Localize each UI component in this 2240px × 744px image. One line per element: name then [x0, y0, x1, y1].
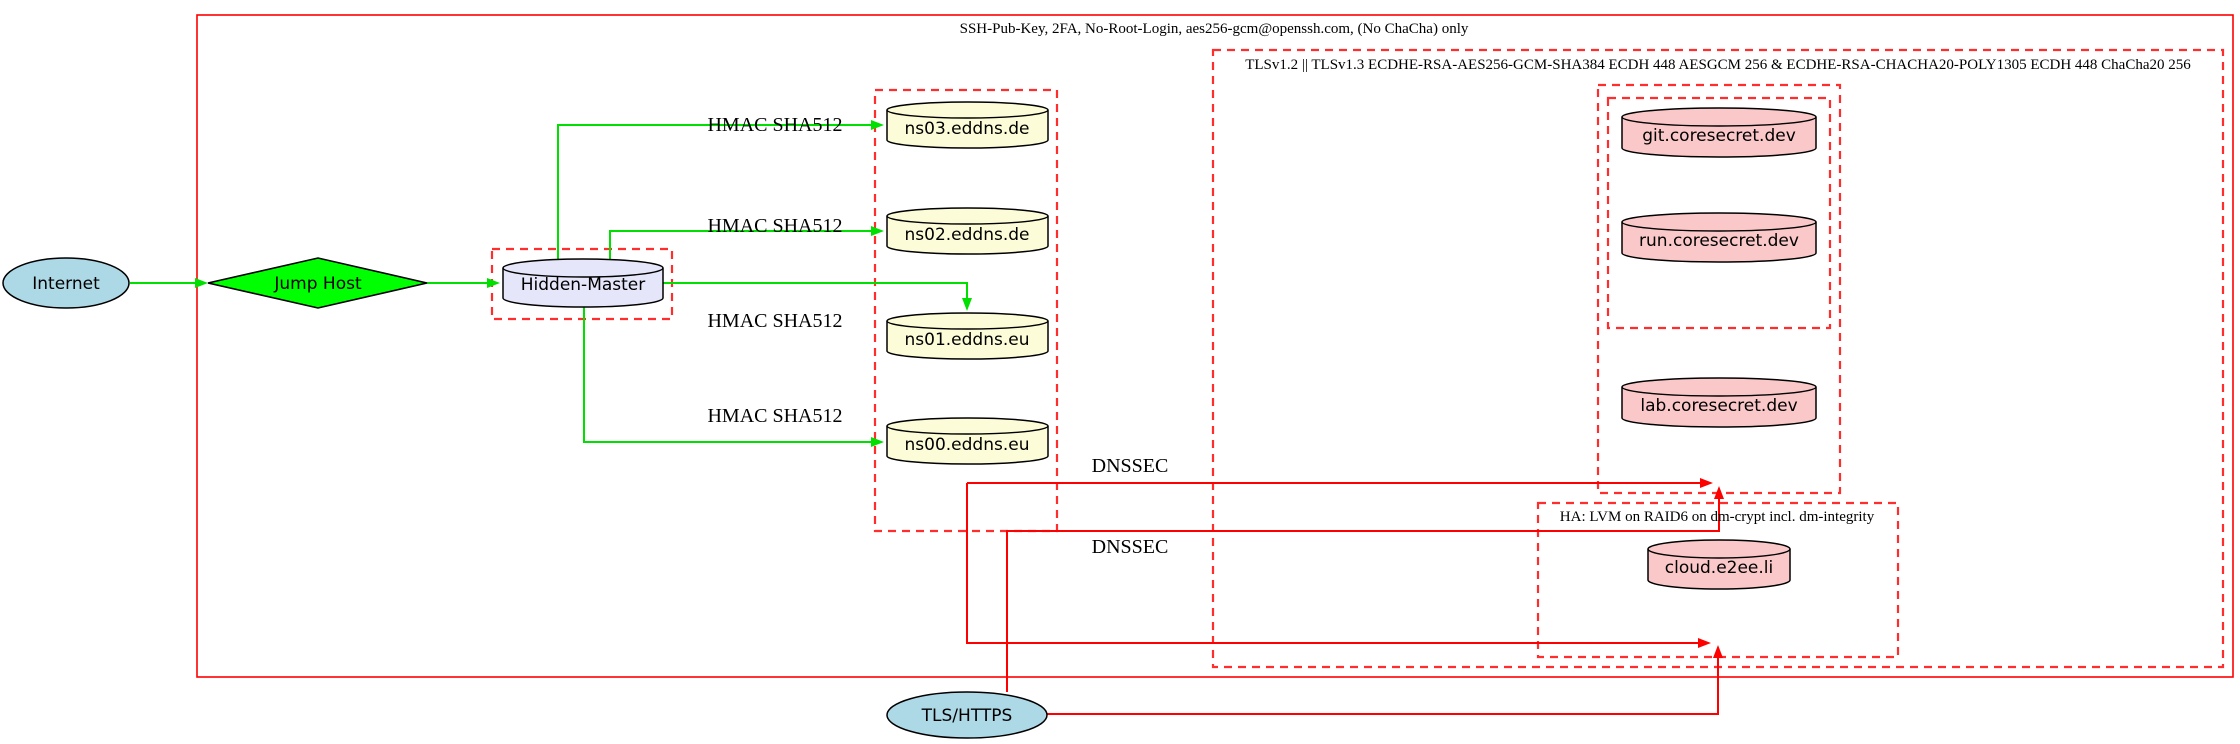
edge-tls-ha — [1047, 658, 1719, 715]
edge-dnssec-2 — [966, 483, 1698, 644]
node-ns01-lid — [886, 320, 1049, 330]
node-cloud-label: cloud.e2ee.li — [1665, 558, 1773, 578]
node-ns03-label: ns03.eddns.de — [905, 119, 1030, 139]
edge-hiddenmaster-ns02 — [609, 230, 872, 259]
arrowhead-dnssec-2 — [1698, 638, 1711, 648]
node-git-label: git.coresecret.dev — [1642, 126, 1796, 146]
node-ns00-lid — [886, 425, 1049, 435]
node-hidden-master — [502, 258, 664, 308]
edge-label-hmac-ns01: HMAC SHA512 — [707, 310, 842, 332]
node-lab — [1621, 377, 1817, 428]
node-hidden-master-lid — [502, 267, 664, 278]
arrowhead-hiddenmaster-ns00 — [871, 437, 884, 447]
node-cloud — [1647, 539, 1791, 590]
edge-hiddenmaster-ns01 — [663, 282, 968, 299]
arrowhead-hiddenmaster-ns02 — [871, 226, 884, 236]
edge-label-dnssec-1: DNSSEC — [1092, 455, 1169, 477]
node-jump-host-label: Jump Host — [273, 274, 362, 294]
arrowhead-dnssec-1 — [1700, 478, 1713, 488]
cluster-ssh-box — [196, 14, 2234, 678]
node-ns00 — [886, 417, 1049, 465]
node-ns01 — [886, 312, 1049, 360]
arrowhead-tls-coresecret — [1714, 486, 1724, 499]
edge-hiddenmaster-ns00 — [583, 307, 872, 443]
node-cloud-lid — [1647, 548, 1791, 559]
node-ns02-label: ns02.eddns.de — [905, 225, 1030, 245]
cluster-tls-label: TLSv1.2 || TLSv1.3 ECDHE-RSA-AES256-GCM-… — [1245, 57, 2191, 73]
node-internet — [2, 257, 130, 309]
node-lab-lid — [1621, 386, 1817, 397]
arrowhead-jumphost-hiddenmaster — [487, 278, 500, 288]
node-run-label: run.coresecret.dev — [1639, 231, 1799, 251]
node-git — [1621, 107, 1817, 158]
node-git-lid — [1621, 116, 1817, 127]
edge-tls-coresecret — [1006, 499, 1720, 692]
node-hidden-master-label: Hidden-Master — [521, 275, 646, 295]
cluster-coresecret-inner-box — [1606, 96, 1832, 330]
cluster-nameservers-box — [873, 88, 1059, 533]
arrowhead-tls-ha — [1713, 645, 1723, 658]
cluster-ha-label: HA: LVM on RAID6 on dm-crypt incl. dm-in… — [1560, 509, 1875, 525]
node-internet-label: Internet — [32, 274, 100, 294]
arrowhead-internet-jumphost — [195, 278, 208, 288]
node-ns01-label: ns01.eddns.eu — [905, 330, 1030, 350]
edge-hiddenmaster-ns03 — [557, 124, 872, 259]
arrowhead-hiddenmaster-ns01 — [962, 298, 972, 311]
node-tls-https-label: TLS/HTTPS — [921, 706, 1013, 726]
node-ns02-lid — [886, 215, 1049, 225]
node-ns03 — [886, 101, 1049, 149]
arrowhead-hiddenmaster-ns03 — [871, 120, 884, 130]
node-lab-label: lab.coresecret.dev — [1640, 396, 1797, 416]
edge-label-hmac-ns03: HMAC SHA512 — [707, 114, 842, 136]
node-ns00-label: ns00.eddns.eu — [905, 435, 1030, 455]
edge-label-hmac-ns00: HMAC SHA512 — [707, 405, 842, 427]
node-jump-host — [207, 257, 428, 309]
cluster-ssh-label: SSH-Pub-Key, 2FA, No-Root-Login, aes256-… — [960, 21, 1469, 37]
node-ns02 — [886, 207, 1049, 255]
edge-label-hmac-ns02: HMAC SHA512 — [707, 215, 842, 237]
node-run-lid — [1621, 221, 1817, 232]
node-ns03-lid — [886, 109, 1049, 119]
node-run — [1621, 212, 1817, 263]
node-tls-https — [886, 691, 1048, 739]
edge-label-dnssec-2: DNSSEC — [1092, 536, 1169, 558]
